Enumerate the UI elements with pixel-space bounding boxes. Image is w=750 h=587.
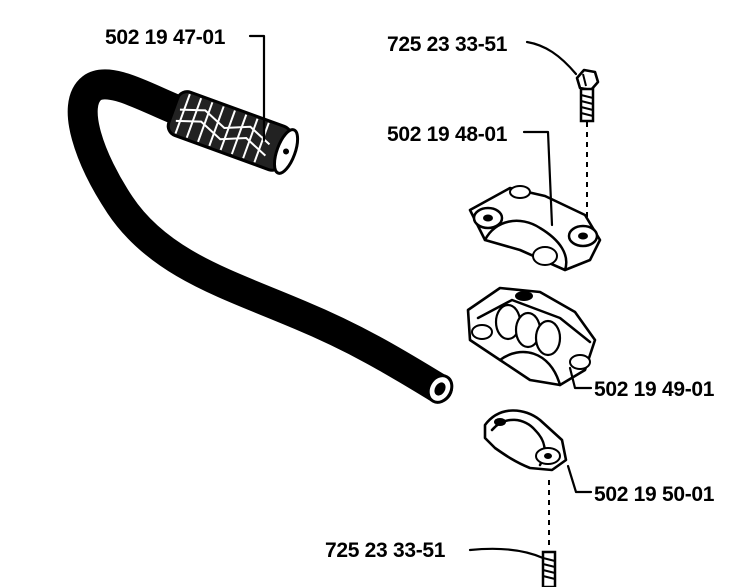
leader-clamp-lower	[566, 464, 593, 494]
label-handlebar: 502 19 47-01	[105, 26, 226, 49]
label-clamp-upper: 502 19 48-01	[387, 123, 508, 146]
label-screw-bottom: 725 23 33-51	[325, 539, 446, 562]
handlebar-grip	[166, 90, 300, 175]
label-clamp-middle: 502 19 49-01	[594, 378, 715, 401]
leader-clamp-middle	[568, 366, 593, 390]
clamp-lower-icon	[483, 409, 568, 472]
screw-top-icon	[575, 68, 600, 218]
leader-screw-bottom	[468, 547, 545, 560]
screw-bottom-icon	[541, 480, 557, 587]
label-clamp-lower: 502 19 50-01	[594, 483, 715, 506]
leader-lines	[248, 34, 593, 560]
leader-clamp-upper	[522, 130, 554, 227]
leader-screw-top	[525, 40, 578, 76]
clamp-upper-icon	[468, 185, 602, 272]
clamp-middle-icon	[466, 286, 597, 387]
handlebar-tube	[67, 69, 454, 404]
leader-handlebar	[248, 34, 266, 142]
label-screw-top: 725 23 33-51	[387, 33, 508, 56]
